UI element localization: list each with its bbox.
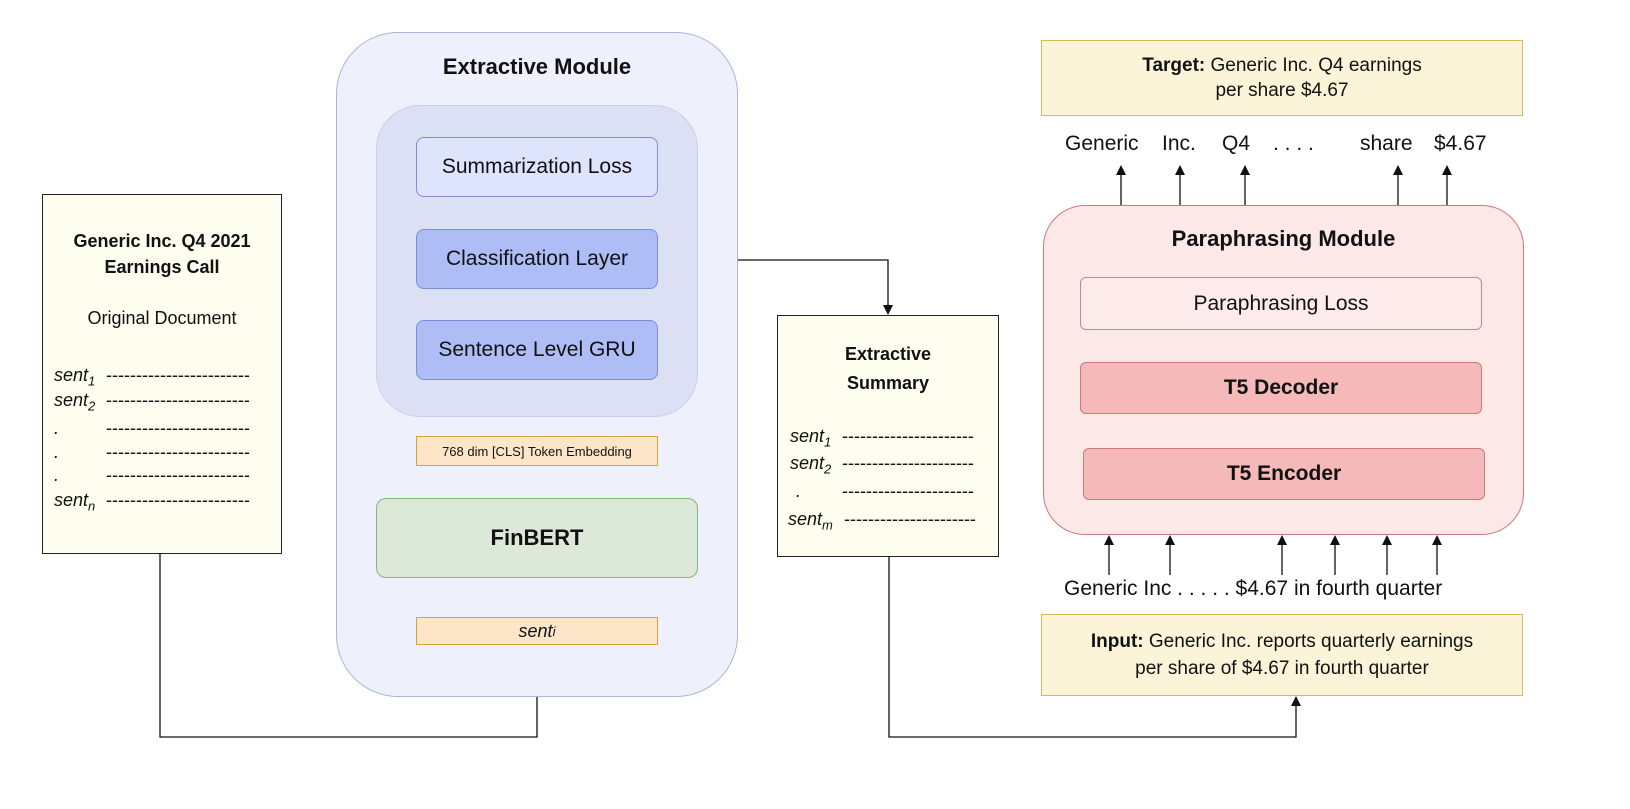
output-token: Inc.: [1162, 132, 1196, 155]
input-text-line2: per share of $4.67 in fourth quarter: [1135, 658, 1429, 679]
output-token: . . . .: [1273, 132, 1314, 155]
extractive-summary-box: [777, 315, 999, 557]
document-title-line2: Earnings Call: [104, 257, 220, 277]
document-row: sent2------------------------: [54, 390, 250, 414]
document-row: sent1------------------------: [54, 365, 250, 389]
summary-title: Extractive Summary: [777, 340, 999, 398]
target-text-line2: per share $4.67: [1215, 80, 1349, 101]
paraphrasing-loss-box: Paraphrasing Loss: [1080, 277, 1482, 330]
document-title-line1: Generic Inc. Q4 2021: [73, 231, 251, 251]
input-label: Input:: [1090, 631, 1144, 652]
input-text-line1: Generic Inc. reports quarterly earnings: [1148, 631, 1474, 652]
sent-i-label: sent: [518, 620, 553, 641]
classification-layer-box: Classification Layer: [416, 229, 658, 289]
sent-i-subscript: i: [552, 623, 556, 639]
summary-row: sent1----------------------: [790, 426, 974, 450]
summarization-loss-box: Summarization Loss: [416, 137, 658, 197]
cls-to-summary-wire: [697, 259, 893, 315]
paraphrasing-module-title: Paraphrasing Module: [1171, 226, 1396, 251]
summary-to-input-wire: [888, 557, 1301, 738]
output-token: $4.67: [1434, 132, 1487, 155]
target-box: Target: Generic Inc. Q4 earnings per sha…: [1041, 40, 1523, 116]
target-text-line1: Generic Inc. Q4 earnings: [1210, 55, 1422, 76]
document-subtitle: Original Document: [87, 308, 237, 328]
summary-row: sent2----------------------: [790, 453, 974, 477]
finbert-box: FinBERT: [376, 498, 698, 578]
document-row: .------------------------: [54, 465, 250, 485]
t5-encoder-box: T5 Encoder: [1083, 448, 1485, 500]
document-row: sentn------------------------: [54, 490, 250, 514]
output-token: Q4: [1222, 132, 1251, 155]
document-title: Generic Inc. Q4 2021 Earnings Call: [42, 228, 282, 280]
output-token: share: [1360, 132, 1413, 155]
document-row: .------------------------: [54, 418, 250, 438]
input-box: Input: Generic Inc. reports quarterly ea…: [1041, 614, 1523, 696]
input-tokens: Generic Inc . . . . . $4.67 in fourth qu…: [1064, 577, 1443, 600]
target-label: Target:: [1142, 55, 1206, 76]
summary-title-line1: Extractive: [844, 344, 932, 364]
output-token: Generic: [1065, 132, 1139, 155]
document-row: .------------------------: [54, 442, 250, 462]
summary-row: .----------------------: [796, 481, 974, 501]
sentence-gru-box: Sentence Level GRU: [416, 320, 658, 380]
cls-embedding-box: 768 dim [CLS] Token Embedding: [416, 436, 658, 466]
t5-decoder-box: T5 Decoder: [1080, 362, 1482, 414]
summary-title-line2: Summary: [846, 373, 930, 393]
original-document-box: [42, 194, 282, 554]
extractive-module-title: Extractive Module: [442, 54, 632, 79]
summary-row: sentm----------------------: [788, 509, 976, 533]
